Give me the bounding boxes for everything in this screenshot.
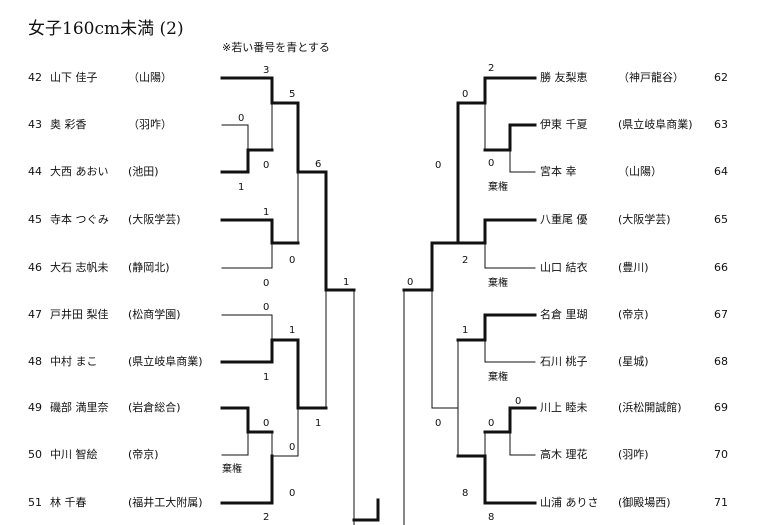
score-label: 0 xyxy=(435,160,442,171)
forfeit-label: 棄権 xyxy=(488,278,508,289)
score-label: 1 xyxy=(289,325,296,336)
score-label: 0 xyxy=(263,302,270,313)
score-label: 1 xyxy=(263,372,270,383)
score-label: 6 xyxy=(315,159,322,170)
score-label: 0 xyxy=(263,278,270,289)
player-63: 伊東 千夏(県立岐阜商業)63 xyxy=(540,118,728,131)
player-68: 石川 桃子(星城)68 xyxy=(540,355,728,368)
score-label: 5 xyxy=(289,89,296,100)
bracket-note: ※若い番号を青とする xyxy=(222,41,330,54)
score-label: 0 xyxy=(488,158,495,169)
score-label: 1 xyxy=(238,182,245,193)
forfeit-label: 棄権 xyxy=(488,372,508,383)
forfeit-label: 棄権 xyxy=(222,464,242,475)
player-67: 名倉 里瑚(帝京)67 xyxy=(540,308,728,321)
page-title: 女子160cm未満 (2) xyxy=(28,19,184,39)
score-label: 8 xyxy=(462,488,469,499)
score-label: 0 xyxy=(238,113,245,124)
forfeit-label: 棄権 xyxy=(488,182,508,193)
score-label: 0 xyxy=(435,418,442,429)
score-label: 8 xyxy=(488,512,495,523)
score-label: 1 xyxy=(343,277,350,288)
player-69: 川上 睦未(浜松開誠館)69 xyxy=(540,401,728,414)
score-label: 1 xyxy=(315,418,322,429)
score-label: 3 xyxy=(263,65,270,76)
score-label: 2 xyxy=(462,255,469,266)
score-label: 0 xyxy=(515,396,522,407)
score-label: 0 xyxy=(488,418,495,429)
player-66: 山口 結衣(豊川)66 xyxy=(540,261,728,274)
score-label: 0 xyxy=(289,442,296,453)
player-71: 山浦 ありさ(御殿場西)71 xyxy=(540,496,728,509)
score-label: 1 xyxy=(462,325,469,336)
score-label: 0 xyxy=(289,255,296,266)
player-62: 勝 友梨恵（神戸龍谷）62 xyxy=(540,71,728,84)
player-65: 八重尾 優(大阪学芸)65 xyxy=(540,213,728,226)
score-label: 2 xyxy=(263,512,270,523)
score-label: 0 xyxy=(289,488,296,499)
player-70: 高木 理花(羽咋)70 xyxy=(540,448,728,461)
score-label: 2 xyxy=(488,63,495,74)
score-label: 1 xyxy=(263,207,270,218)
score-label: 0 xyxy=(462,89,469,100)
score-label: 0 xyxy=(407,277,414,288)
player-64: 宮本 幸（山陽）64 xyxy=(540,165,728,178)
score-label: 0 xyxy=(263,418,270,429)
score-label: 0 xyxy=(263,160,270,171)
